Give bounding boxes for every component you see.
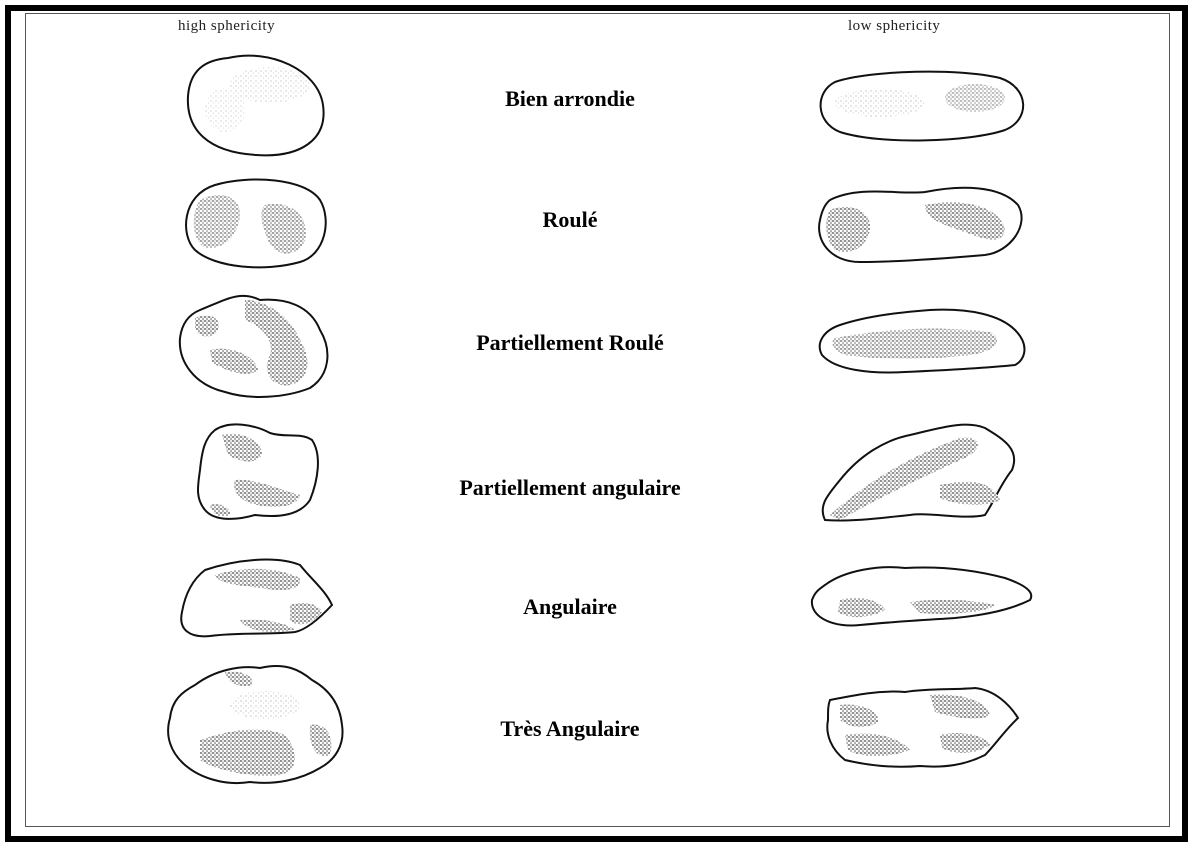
grain-low-bien-arrondie	[821, 72, 1024, 141]
grain-high-partiellement-roule	[180, 296, 328, 397]
grain-low-partiellement-roule	[820, 310, 1025, 373]
grain-low-partiellement-angulaire	[823, 425, 1015, 521]
grain-low-tres-angulaire	[827, 688, 1018, 767]
grain-high-bien-arrondie	[188, 56, 324, 156]
grain-low-angulaire	[812, 567, 1031, 625]
grain-high-roule	[186, 180, 326, 268]
grain-high-angulaire	[181, 560, 332, 637]
grain-high-partiellement-angulaire	[198, 424, 318, 518]
grain-high-tres-angulaire	[168, 666, 342, 783]
grain-low-roule	[819, 188, 1022, 262]
